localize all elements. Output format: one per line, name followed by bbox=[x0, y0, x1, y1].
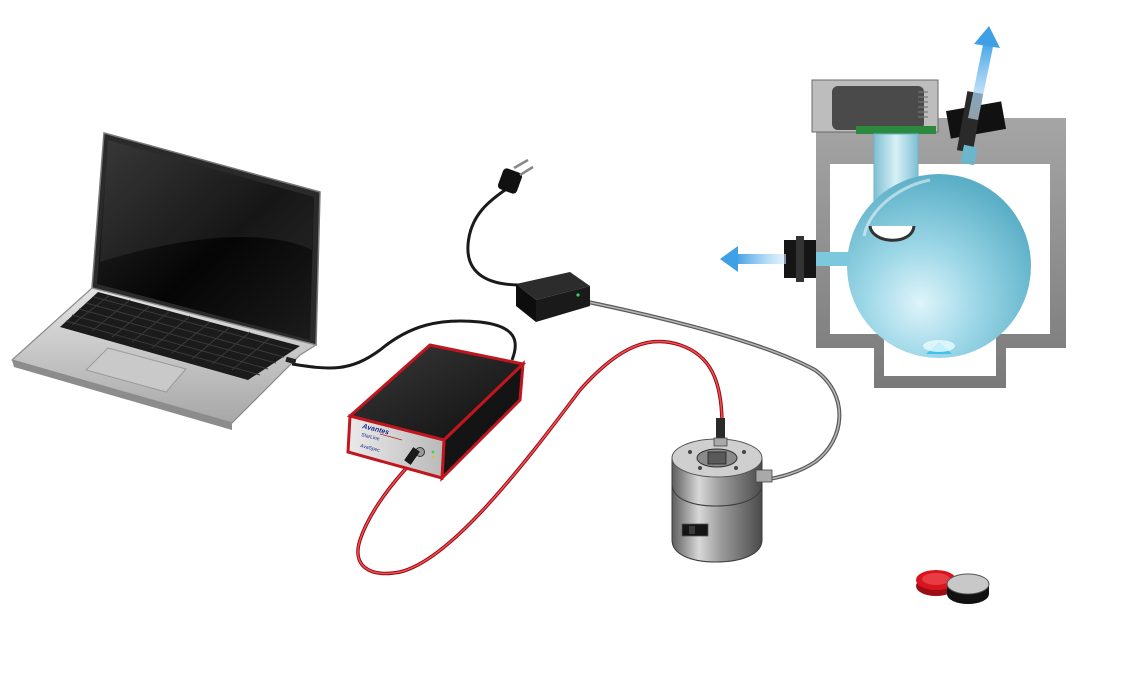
power-adapter-icon bbox=[516, 272, 590, 322]
arrow-up-icon bbox=[968, 26, 1000, 120]
integrating-sphere-icon bbox=[784, 79, 1066, 388]
spectrometer-sub-label: AvaSpec bbox=[360, 443, 381, 454]
sample-cap-icon bbox=[916, 570, 990, 604]
arrow-left-icon bbox=[720, 246, 786, 272]
light-source-icon bbox=[671, 418, 773, 563]
spectrometer-icon: Avantes StarLine AvaSpec bbox=[346, 343, 527, 482]
spectrometer-model-label: StarLine bbox=[361, 432, 381, 442]
power-cable bbox=[466, 186, 521, 287]
power-plug-icon bbox=[497, 158, 534, 194]
laptop-icon bbox=[10, 132, 321, 430]
usb-cable bbox=[291, 319, 517, 370]
